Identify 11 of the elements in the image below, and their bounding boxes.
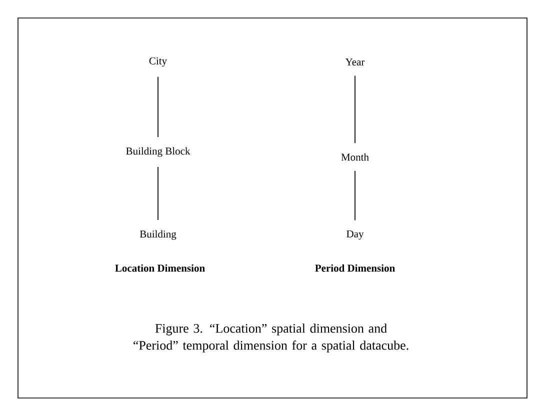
node-label: Building Block <box>126 147 190 157</box>
connector-line <box>354 170 356 221</box>
dimension-title: Location Dimension <box>115 264 205 272</box>
node-label: Year <box>345 58 365 66</box>
node-label: Month <box>341 153 369 161</box>
connector-line <box>354 75 356 144</box>
caption: Figure 3. “Location” spatial dimension and “Period” temporal dimension for a spatial datacube. <box>134 324 408 352</box>
node-label: Day <box>346 230 364 240</box>
dimension-title: Period Dimension <box>315 264 395 272</box>
node-label: City <box>149 57 167 67</box>
node-label: Building <box>140 230 176 240</box>
